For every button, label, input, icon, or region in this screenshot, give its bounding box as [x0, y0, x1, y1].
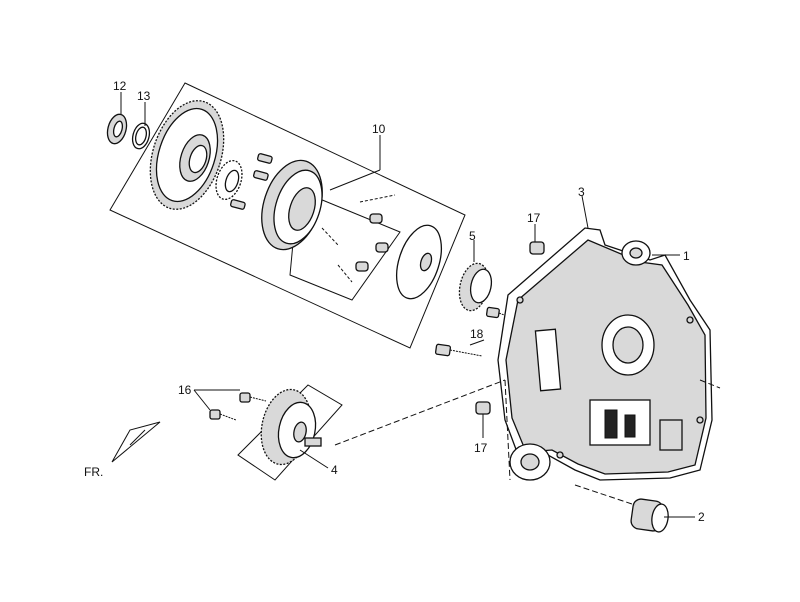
- front-direction-label: FR.: [84, 465, 103, 479]
- pin: [230, 199, 246, 210]
- oil-seal-12: [106, 113, 128, 145]
- callout-2: 2: [698, 510, 705, 524]
- roller: [355, 261, 369, 272]
- dowel-pin-17-lower: [475, 401, 491, 415]
- spring: [337, 264, 353, 283]
- pin: [257, 153, 273, 164]
- callout-10: 10: [372, 122, 386, 136]
- callout-17-lower: 17: [474, 441, 488, 455]
- collar-2: [630, 498, 669, 533]
- spring: [359, 194, 396, 203]
- one-way-clutch-outer: [261, 159, 323, 251]
- leader-lines: [120, 92, 721, 518]
- idle-gear-5: [458, 262, 493, 312]
- clutch-plate: [395, 224, 443, 300]
- callout-1: 1: [683, 249, 690, 263]
- washer-13: [131, 122, 151, 150]
- right-crankcase-1: [497, 227, 713, 481]
- callout-4: 4: [331, 463, 338, 477]
- screw-16: [209, 392, 267, 421]
- roller: [375, 242, 389, 253]
- spring: [321, 227, 339, 246]
- callout-17-upper: 17: [527, 211, 541, 225]
- assembly-frame-10: [109, 82, 466, 349]
- dowel-pin-17-upper: [529, 241, 545, 255]
- callout-13: 13: [137, 89, 151, 103]
- pin: [253, 170, 269, 181]
- callout-12: 12: [113, 79, 127, 93]
- oil-pump-assembly-4: [237, 384, 343, 481]
- front-direction-arrow-icon: [111, 421, 161, 463]
- callout-5: 5: [469, 229, 476, 243]
- callout-16: 16: [178, 383, 192, 397]
- starter-clutch-assembly-group: [109, 82, 466, 349]
- starter-driven-gear: [149, 100, 225, 210]
- callout-3: 3: [578, 185, 585, 199]
- roller: [369, 213, 383, 224]
- callout-18: 18: [470, 327, 484, 341]
- needle-bearing: [215, 159, 243, 201]
